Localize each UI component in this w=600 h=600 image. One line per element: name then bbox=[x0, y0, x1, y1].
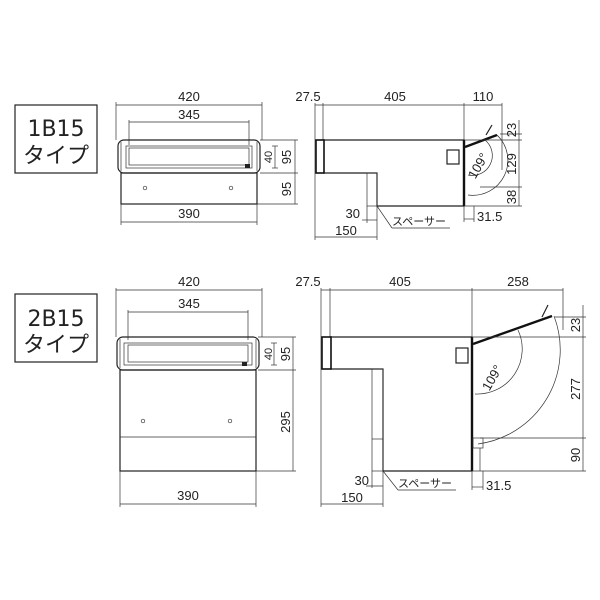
dim-spacer-depth: 150 bbox=[335, 223, 357, 238]
dim-body-width: 390 bbox=[177, 488, 199, 503]
type-suffix: タイプ bbox=[23, 333, 89, 358]
spacer-label: スペーサー bbox=[392, 215, 446, 228]
dim-body-height: 295 bbox=[278, 411, 293, 433]
dim-body-height: 95 bbox=[279, 182, 294, 196]
dim-width-total: 420 bbox=[178, 89, 200, 104]
type-label-box bbox=[14, 293, 98, 363]
dim-angle: 109° bbox=[465, 150, 491, 181]
dim-top-offset: 23 bbox=[504, 123, 519, 137]
dim-width-total: 420 bbox=[178, 274, 200, 289]
dim-door-height: 129 bbox=[504, 153, 519, 175]
dim-slot-height: 40 bbox=[263, 348, 275, 360]
dim-door-thickness: 31.5 bbox=[486, 478, 511, 493]
dim-door-height: 277 bbox=[568, 378, 583, 400]
type-2b15: 2B15 タイプ 420 345 390 bbox=[14, 274, 586, 507]
dim-wall-offset: 27.5 bbox=[295, 89, 320, 104]
type-name: 1B15 bbox=[27, 117, 84, 142]
front-view: 420 345 390 40 bbox=[115, 274, 296, 507]
dim-bottom-offset: 38 bbox=[504, 190, 519, 204]
type-name: 2B15 bbox=[27, 307, 84, 332]
dim-head-height: 95 bbox=[278, 347, 293, 361]
side-view: 27.5 405 110 109° 23 129 38 bbox=[295, 89, 522, 240]
dim-depth: 405 bbox=[389, 274, 411, 289]
dim-door-thickness: 31.5 bbox=[477, 209, 502, 224]
dim-wall-offset: 27.5 bbox=[295, 274, 320, 289]
dim-top-offset: 23 bbox=[568, 318, 583, 332]
type-suffix: タイプ bbox=[23, 144, 89, 169]
dim-body-width: 390 bbox=[178, 206, 200, 221]
dim-depth: 405 bbox=[384, 89, 406, 104]
front-view: 420 345 390 bbox=[115, 89, 298, 225]
dim-slot-width: 345 bbox=[178, 107, 200, 122]
dim-door-swing: 258 bbox=[507, 274, 529, 289]
dim-door-swing: 110 bbox=[473, 89, 494, 104]
dim-spacer-thickness: 30 bbox=[355, 473, 369, 488]
dim-spacer-thickness: 30 bbox=[346, 206, 360, 221]
spacer-label: スペーサー bbox=[398, 477, 452, 490]
dim-slot-height: 40 bbox=[263, 151, 275, 163]
dim-head-height: 95 bbox=[279, 150, 294, 164]
dim-bottom-offset: 90 bbox=[568, 448, 583, 462]
dim-angle: 109° bbox=[479, 362, 505, 393]
dim-slot-width: 345 bbox=[178, 296, 200, 311]
dim-spacer-depth: 150 bbox=[341, 490, 363, 505]
side-view: 27.5 405 258 109° 23 277 90 bbox=[295, 274, 586, 507]
type-1b15: 1B15 タイプ 420 345 bbox=[14, 89, 522, 240]
type-label-box bbox=[14, 104, 98, 174]
